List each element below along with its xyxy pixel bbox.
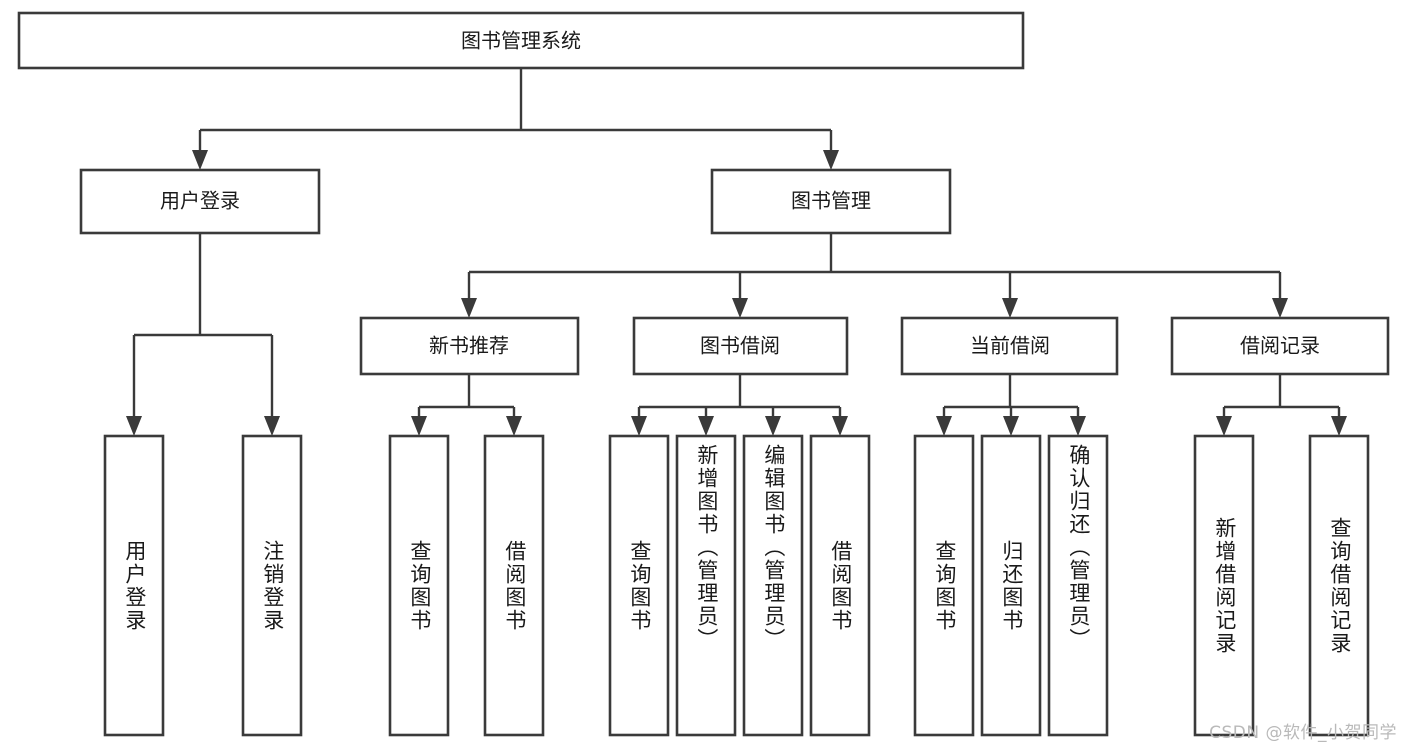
node-box-leaf-book-borrow-2[interactable] — [742, 434, 804, 737]
node-label-user-login: 用户登录 — [160, 189, 240, 213]
node-current-borrow[interactable]: 当前借阅 — [900, 316, 1119, 376]
arrow-head-leaf-user-login-1 — [264, 416, 280, 436]
node-box-book-borrow[interactable] — [632, 316, 849, 376]
arrow-head-book-mgmt — [823, 150, 839, 170]
node-new-book-recommend[interactable]: 新书推荐 — [359, 316, 580, 376]
node-box-leaf-borrow-record-0[interactable] — [1193, 434, 1255, 737]
arrow-head-leaf-borrow-record-0 — [1216, 416, 1232, 436]
arrow-head-leaf-current-borrow-0 — [936, 416, 952, 436]
node-box-leaf-book-borrow-0[interactable] — [608, 434, 670, 737]
arrow-head-leaf-user-login-0 — [126, 416, 142, 436]
node-borrow-record[interactable]: 借阅记录 — [1170, 316, 1390, 376]
node-label-book-management: 图书管理 — [791, 189, 871, 213]
node-box-leaf-new-book-0[interactable] — [388, 434, 450, 737]
arrow-head-leaf-book-borrow-1 — [698, 416, 714, 436]
arrow-head-new-book — [461, 298, 477, 318]
node-box-user-login[interactable] — [79, 168, 321, 235]
node-box-borrow-record[interactable] — [1170, 316, 1390, 376]
connector-group-current-borrow — [936, 374, 1086, 436]
node-label-root: 图书管理系统 — [461, 29, 581, 53]
node-box-leaf-user-login-1[interactable] — [241, 434, 303, 737]
node-box-root[interactable] — [17, 11, 1025, 70]
node-box-leaf-current-borrow-0[interactable] — [913, 434, 975, 737]
node-box-book-management[interactable] — [710, 168, 952, 235]
connector-group-book-borrow — [631, 374, 848, 436]
node-box-leaf-current-borrow-1[interactable] — [980, 434, 1042, 737]
arrow-head-leaf-current-borrow-2 — [1070, 416, 1086, 436]
connector-group-root — [192, 68, 839, 170]
connector-group-borrow-record — [1216, 374, 1347, 436]
arrow-head-leaf-current-borrow-1 — [1003, 416, 1019, 436]
arrow-head-borrow-record — [1272, 298, 1288, 318]
node-label-book-borrow: 图书借阅 — [700, 334, 780, 358]
node-box-leaf-book-borrow-3[interactable] — [809, 434, 871, 737]
arrow-head-leaf-book-borrow-3 — [832, 416, 848, 436]
arrow-head-book-borrow — [732, 298, 748, 318]
node-box-leaf-user-login-0[interactable] — [103, 434, 165, 737]
node-user-login[interactable]: 用户登录 — [79, 168, 321, 235]
arrow-head-leaf-book-borrow-2 — [765, 416, 781, 436]
arrow-head-current-borrow — [1002, 298, 1018, 318]
arrow-head-leaf-new-book-1 — [506, 416, 522, 436]
node-box-leaf-new-book-1[interactable] — [483, 434, 545, 737]
node-box-leaf-current-borrow-2[interactable] — [1047, 434, 1109, 737]
arrow-head-user-login — [192, 150, 208, 170]
connector-group-book-mgmt — [461, 233, 1288, 318]
node-book-management[interactable]: 图书管理 — [710, 168, 952, 235]
arrow-head-leaf-book-borrow-0 — [631, 416, 647, 436]
arrow-head-leaf-new-book-0 — [411, 416, 427, 436]
connector-group-user-login — [126, 233, 280, 436]
node-label-borrow-record: 借阅记录 — [1240, 334, 1320, 358]
node-box-current-borrow[interactable] — [900, 316, 1119, 376]
node-label-new-book-recommend: 新书推荐 — [429, 334, 509, 358]
connector-group-new-book — [411, 374, 522, 436]
node-root-book-management-system[interactable]: 图书管理系统 — [17, 11, 1025, 70]
node-box-new-book-recommend[interactable] — [359, 316, 580, 376]
node-box-leaf-book-borrow-1[interactable] — [675, 434, 737, 737]
node-box-leaf-borrow-record-1[interactable] — [1308, 434, 1370, 737]
node-label-current-borrow: 当前借阅 — [970, 334, 1050, 358]
node-book-borrow[interactable]: 图书借阅 — [632, 316, 849, 376]
arrow-head-leaf-borrow-record-1 — [1331, 416, 1347, 436]
